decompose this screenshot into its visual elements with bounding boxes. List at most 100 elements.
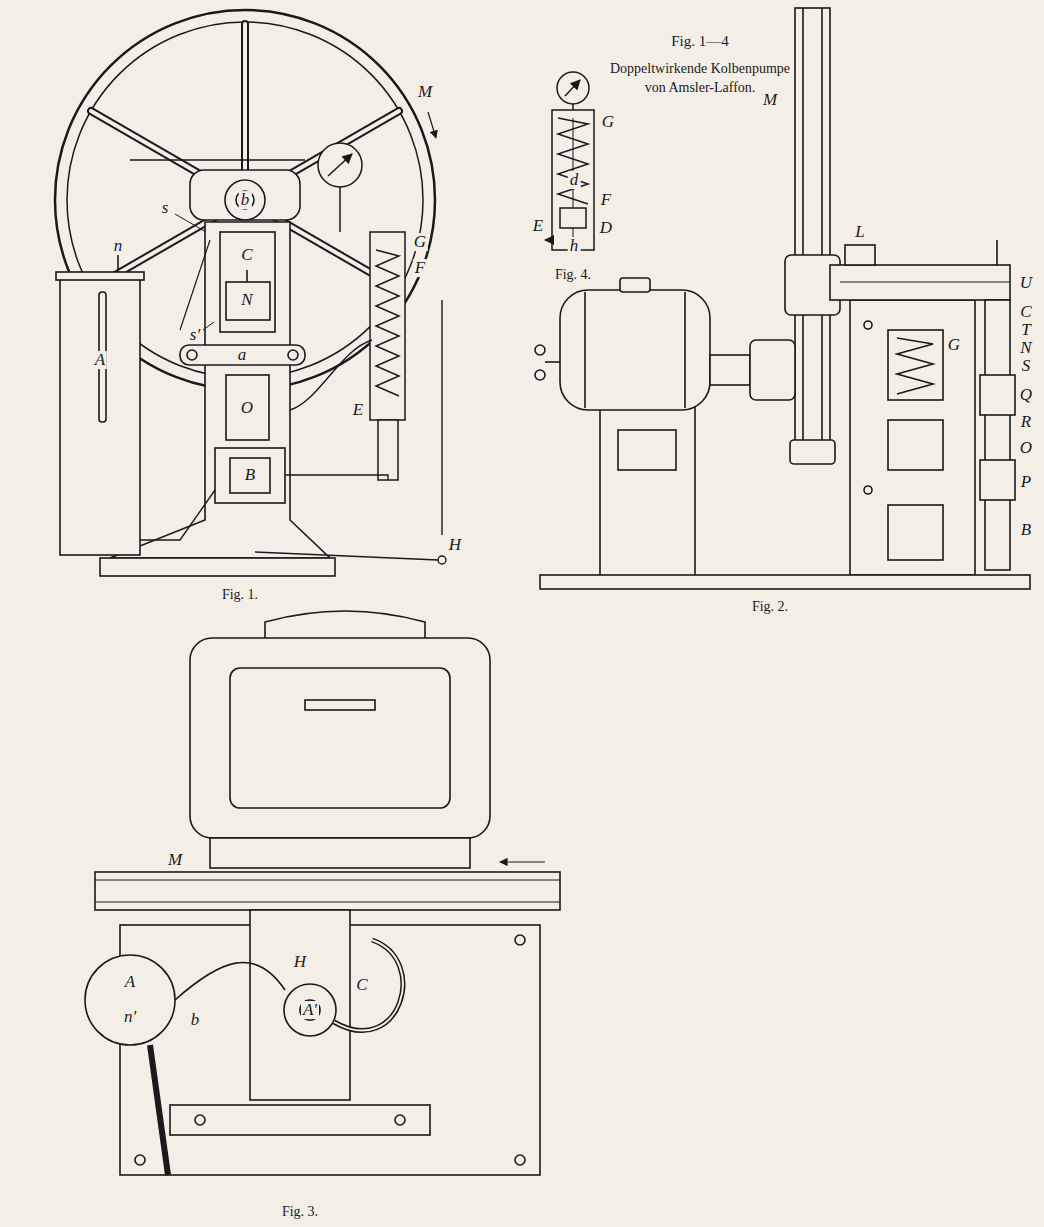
fig2-motor-part [545, 361, 560, 363]
fig1-tank-part [117, 255, 119, 272]
fig3-motor-part [305, 700, 375, 710]
fig1-tank-part [56, 272, 144, 280]
fig1-gauge-spring [318, 143, 405, 480]
callout-letter: B [243, 466, 257, 484]
fig2-pump-frame-part [888, 330, 943, 400]
fig3-motor-part [190, 638, 490, 838]
fig1-pipes-part [175, 214, 206, 232]
fig2-pump-frame-part [888, 420, 943, 470]
fig1-frame-part [180, 345, 305, 365]
callout-letter: P [1019, 473, 1033, 491]
callout-letter: O [239, 399, 255, 417]
callout-letter: R [1019, 413, 1033, 431]
fig2-motor-part [710, 355, 750, 385]
fig1-pipes-part [438, 556, 446, 564]
fig1-frame-part [190, 170, 300, 220]
fig2-pump-frame-part [864, 486, 872, 494]
callout-letter: s' [188, 326, 202, 344]
fig3-motor-part [230, 668, 450, 808]
fig3-motor-part [265, 611, 425, 640]
fig3-flywheel-part [95, 880, 560, 881]
fig2-motor-part [620, 278, 650, 292]
fig2-pump-frame-part [840, 282, 1010, 283]
fig1-gauge-spring-part [378, 420, 398, 480]
fig1-frame-part [230, 458, 270, 493]
fig3-base-part [284, 984, 336, 1036]
fig2-pump-frame-part [980, 460, 1015, 500]
figure-caption: Fig. 2. [750, 600, 790, 615]
fig2-pump-frame-part [830, 265, 1010, 300]
fig1-frame-part [226, 375, 269, 440]
fig3-base-part [135, 1155, 145, 1165]
fig4-indicator-part [565, 80, 580, 96]
callout-letter: N [1018, 339, 1033, 357]
callout-letter: b [189, 1011, 202, 1029]
fig2-pump-frame-part [540, 575, 1030, 589]
fig2-pump-frame-part [845, 245, 875, 265]
fig3-base-part [300, 1000, 320, 1020]
fig3-flywheel-part [95, 902, 560, 903]
fig3-base-part [175, 962, 285, 1000]
callout-letter: C [1018, 303, 1033, 321]
callout-letter: C [239, 246, 254, 264]
callout-letter: H [292, 953, 308, 971]
callout-letter: O [1018, 439, 1034, 457]
callout-letter: h [568, 237, 581, 255]
callout-letter: G [946, 336, 962, 354]
fig3-flywheel [95, 862, 560, 910]
fig1-pipes-part [290, 340, 372, 410]
fig3-base-part [250, 910, 350, 1100]
fig2-motor [535, 278, 795, 585]
callout-letter: H [447, 536, 463, 554]
fig1-frame-part [226, 282, 270, 320]
fig1-pipes-part [285, 475, 388, 480]
callout-letter: G [600, 113, 616, 131]
fig4-indicator-part [572, 104, 574, 110]
fig2-motor-part [584, 292, 586, 408]
fig1-pipes [140, 214, 446, 564]
fig4-indicator-part [557, 72, 589, 104]
callout-letter: a [236, 346, 249, 364]
fig1-frame-part [246, 270, 248, 282]
fig2-pump-frame-part [980, 375, 1015, 415]
fig2-motor-part [535, 370, 545, 380]
fig4-indicator-part [560, 208, 586, 228]
callout-letter: U [1018, 274, 1034, 292]
fig4-indicator-part [545, 239, 552, 241]
callout-letter: s [160, 199, 171, 217]
fig3-flywheel-part [95, 872, 560, 910]
fig2-motor-part [750, 340, 795, 400]
callout-letter: M [166, 851, 184, 869]
callout-letter: L [853, 223, 866, 241]
fig1-flywheel-part [243, 24, 247, 175]
fig1-frame-part [225, 180, 265, 220]
fig1-pipes-part [140, 490, 215, 540]
callout-letter: b [239, 191, 252, 209]
callout-letter: Q [1018, 386, 1034, 404]
callout-letter: A [123, 973, 137, 991]
callout-letter: E [351, 401, 365, 419]
fig1-gauge-spring-part [328, 154, 352, 176]
fig1-frame-part [180, 240, 210, 330]
fig1-flywheel-part [91, 24, 399, 289]
fig2-pump-frame-part [864, 321, 872, 329]
fig2-motor-part [560, 290, 710, 410]
callout-letter: E [531, 217, 545, 235]
fig2-pump-frame-part [985, 300, 1010, 570]
fig1-pipes-part [203, 322, 214, 330]
fig2-pump-frame [540, 240, 1030, 589]
callout-letter: D [598, 219, 614, 237]
callout-letter: A [93, 351, 107, 369]
fig3-flywheel-part [500, 861, 545, 862]
fig1-frame-part [187, 350, 197, 360]
callout-letter: N [239, 291, 254, 309]
fig3-base-part [195, 1115, 205, 1125]
fig2-pump-frame-part [850, 300, 975, 575]
callout-letter: F [599, 191, 613, 209]
fig1-frame-part [100, 558, 335, 576]
fig2-motor-part [600, 405, 695, 585]
fig3-base-part [395, 1115, 405, 1125]
fig1-flywheel-part [241, 24, 249, 175]
fig1-flywheel-part [91, 24, 399, 289]
